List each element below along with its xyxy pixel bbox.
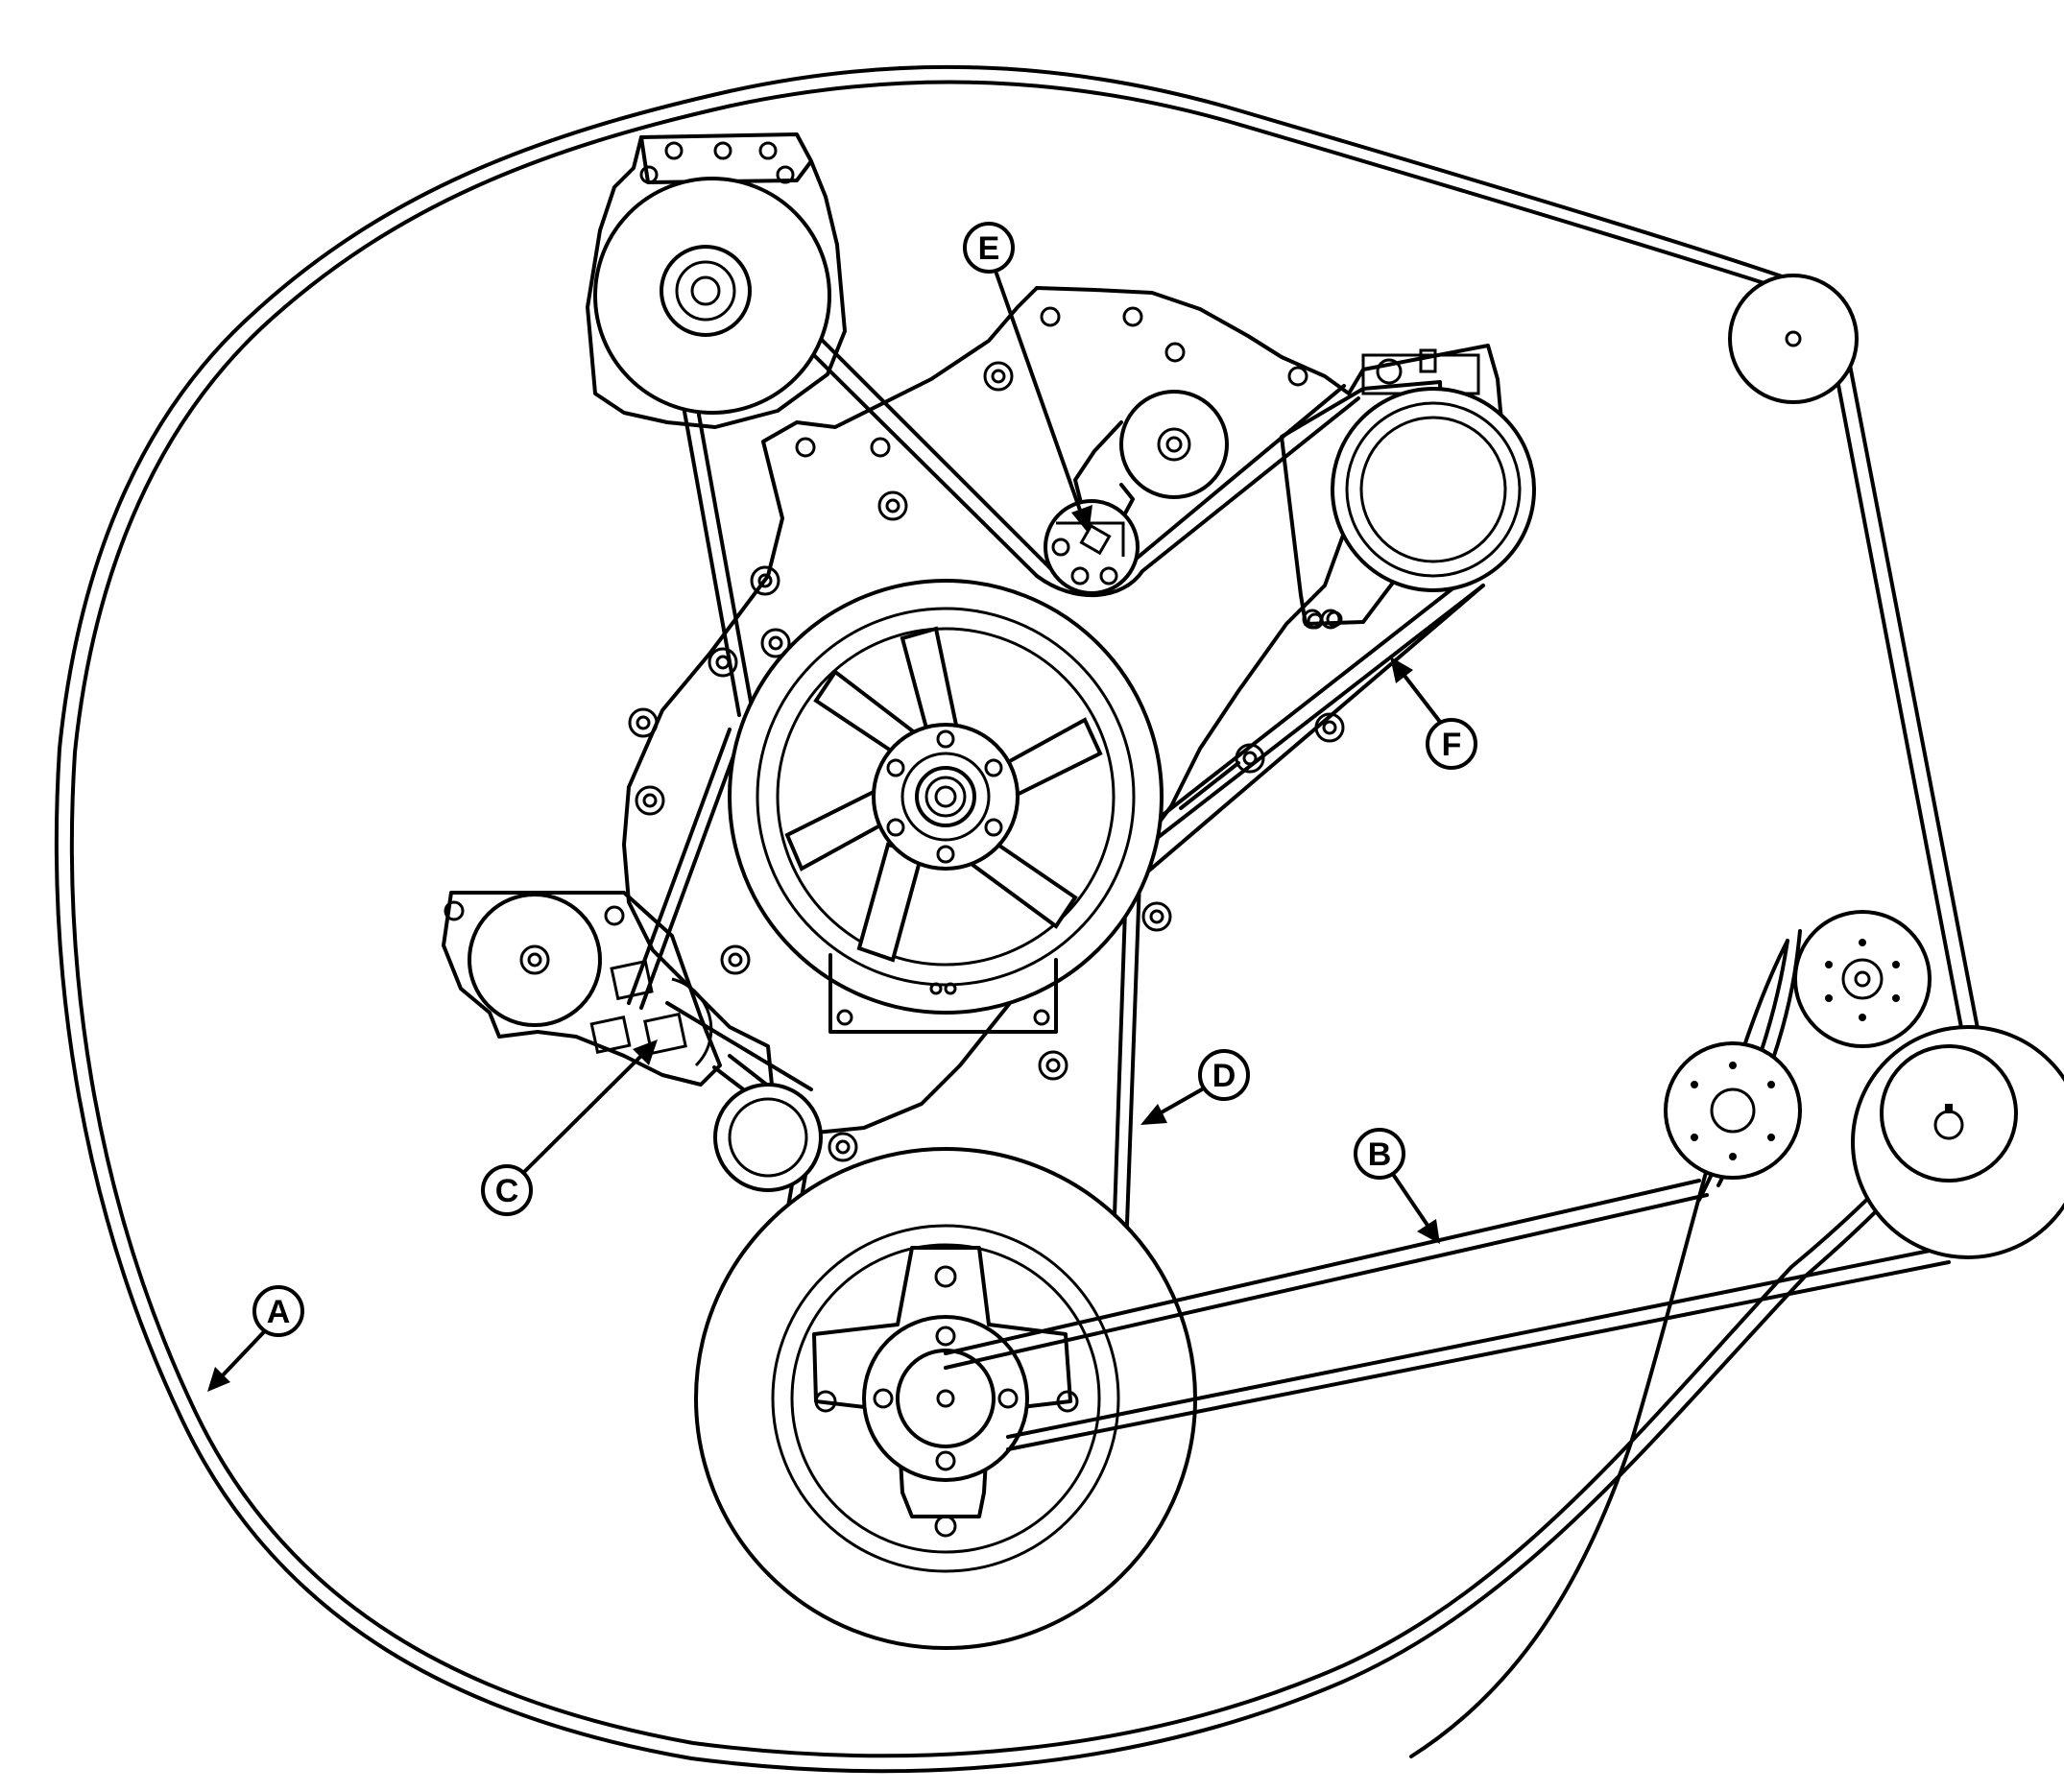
bolt-hole bbox=[1164, 342, 1186, 363]
upper-center-pulley bbox=[1073, 390, 1229, 528]
callout-label: C bbox=[495, 1173, 519, 1209]
right-spindle-pulley bbox=[1851, 1025, 2064, 1259]
bolt-hole bbox=[604, 905, 625, 926]
lower-left-idler bbox=[713, 1083, 823, 1192]
belt-f bbox=[1121, 574, 1485, 895]
bolt-hole bbox=[1287, 366, 1308, 387]
right-idler-pulley bbox=[1793, 910, 1932, 1048]
bolt-hole bbox=[983, 361, 1014, 392]
callout-d: D bbox=[1140, 1049, 1250, 1125]
callout-b: B bbox=[1354, 1128, 1440, 1244]
bolt-hole bbox=[1122, 306, 1143, 327]
bolt-hole bbox=[1040, 306, 1061, 327]
bottom-spindle-pulley bbox=[694, 1147, 1197, 1650]
right-lower-small-pulley bbox=[1664, 1041, 1802, 1180]
center-pulley bbox=[728, 579, 1164, 1034]
bolt-hole bbox=[750, 565, 780, 596]
belt-a bbox=[54, 64, 1997, 1774]
callout-c: C bbox=[481, 1039, 658, 1216]
bolt-hole bbox=[870, 437, 891, 458]
bolt-hole bbox=[720, 944, 751, 975]
mounting-plate bbox=[622, 286, 1504, 1135]
bolt-hole bbox=[1141, 901, 1172, 932]
upper-left-pulley bbox=[586, 132, 847, 429]
left-pulley bbox=[468, 893, 602, 1027]
callout-label: B bbox=[1368, 1136, 1392, 1173]
callout-label: E bbox=[978, 230, 1000, 267]
callout-label: D bbox=[1212, 1058, 1236, 1094]
bolt-hole bbox=[795, 437, 816, 458]
bolt-hole bbox=[760, 628, 791, 658]
bolt-hole bbox=[444, 900, 465, 921]
callout-a: A bbox=[207, 1285, 304, 1392]
bolt-hole bbox=[828, 1132, 858, 1162]
bolt-hole bbox=[628, 707, 659, 738]
callout-label: A bbox=[267, 1294, 291, 1330]
bolt-hole bbox=[877, 490, 908, 521]
callout-label: F bbox=[1442, 727, 1462, 763]
belt-b bbox=[944, 929, 1951, 1758]
callout-f: F bbox=[1390, 657, 1477, 770]
bolt-hole bbox=[635, 785, 665, 816]
upper-right-idler bbox=[1728, 274, 1859, 404]
callout-e: E bbox=[963, 222, 1092, 534]
left-tensioner-bracket bbox=[442, 891, 722, 1087]
right-upper-pulley bbox=[1331, 348, 1536, 592]
bolt-hole bbox=[1038, 1050, 1068, 1081]
spring-idler bbox=[1044, 499, 1140, 595]
